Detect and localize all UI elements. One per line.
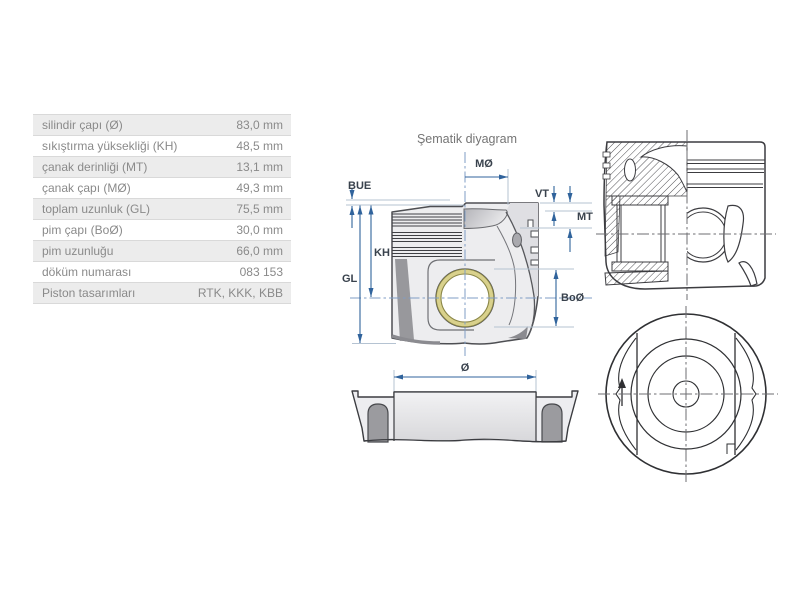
table-row: döküm numarası 083 153: [33, 262, 291, 283]
label-gl: GL: [342, 273, 358, 285]
piston-bottom-section-view: Ø: [351, 362, 579, 443]
table-row: sıkıştırma yüksekliği (KH) 48,5 mm: [33, 136, 291, 157]
table-row: toplam uzunluk (GL) 75,5 mm: [33, 199, 291, 220]
spec-value: 49,3 mm: [236, 181, 283, 195]
spec-label: çanak çapı (MØ): [42, 181, 131, 195]
orientation-arrow-icon: [618, 378, 626, 388]
spec-label: pim uzunluğu: [42, 244, 114, 258]
spec-label: toplam uzunluk (GL): [42, 202, 151, 216]
spec-value: 13,1 mm: [236, 160, 283, 174]
spec-value: 30,0 mm: [236, 223, 283, 237]
label-vt: VT: [535, 188, 549, 200]
table-row: pim çapı (BoØ) 30,0 mm: [33, 220, 291, 241]
spec-label: döküm numarası: [42, 265, 132, 279]
spec-value: RTK, KKK, KBB: [197, 286, 283, 300]
spec-label: silindir çapı (Ø): [42, 118, 123, 132]
table-row: çanak derinliği (MT) 13,1 mm: [33, 157, 291, 178]
piston-top-view: [598, 306, 778, 482]
spec-label: sıkıştırma yüksekliği (KH): [42, 139, 178, 153]
spec-label: pim çapı (BoØ): [42, 223, 123, 237]
label-diameter: Ø: [461, 362, 470, 374]
table-row: pim uzunluğu 66,0 mm: [33, 241, 291, 262]
table-row: silindir çapı (Ø) 83,0 mm: [33, 115, 291, 136]
table-row: Piston tasarımları RTK, KKK, KBB: [33, 283, 291, 304]
spec-label: Piston tasarımları: [42, 286, 136, 300]
spec-value: 48,5 mm: [236, 139, 283, 153]
label-kh: KH: [374, 247, 390, 259]
spec-value: 83,0 mm: [236, 118, 283, 132]
table-row: çanak çapı (MØ) 49,3 mm: [33, 178, 291, 199]
spec-value: 75,5 mm: [236, 202, 283, 216]
label-mo: MØ: [475, 158, 493, 170]
spec-value: 66,0 mm: [236, 244, 283, 258]
piston-pictorial-section-view: [596, 130, 776, 300]
spec-label: çanak derinliği (MT): [42, 160, 148, 174]
label-mt: MT: [577, 211, 593, 223]
diagram-title: Şematik diyagram: [417, 132, 517, 146]
label-bue: BUE: [348, 180, 371, 192]
piston-side-section-view: BUE MØ VT MT KH GL BoØ: [342, 152, 593, 392]
label-bo: BoØ: [561, 292, 585, 304]
dimension-lines: [349, 174, 573, 343]
spec-value: 083 153: [239, 265, 283, 279]
spec-table: silindir çapı (Ø) 83,0 mm sıkıştırma yükse…: [33, 114, 291, 304]
